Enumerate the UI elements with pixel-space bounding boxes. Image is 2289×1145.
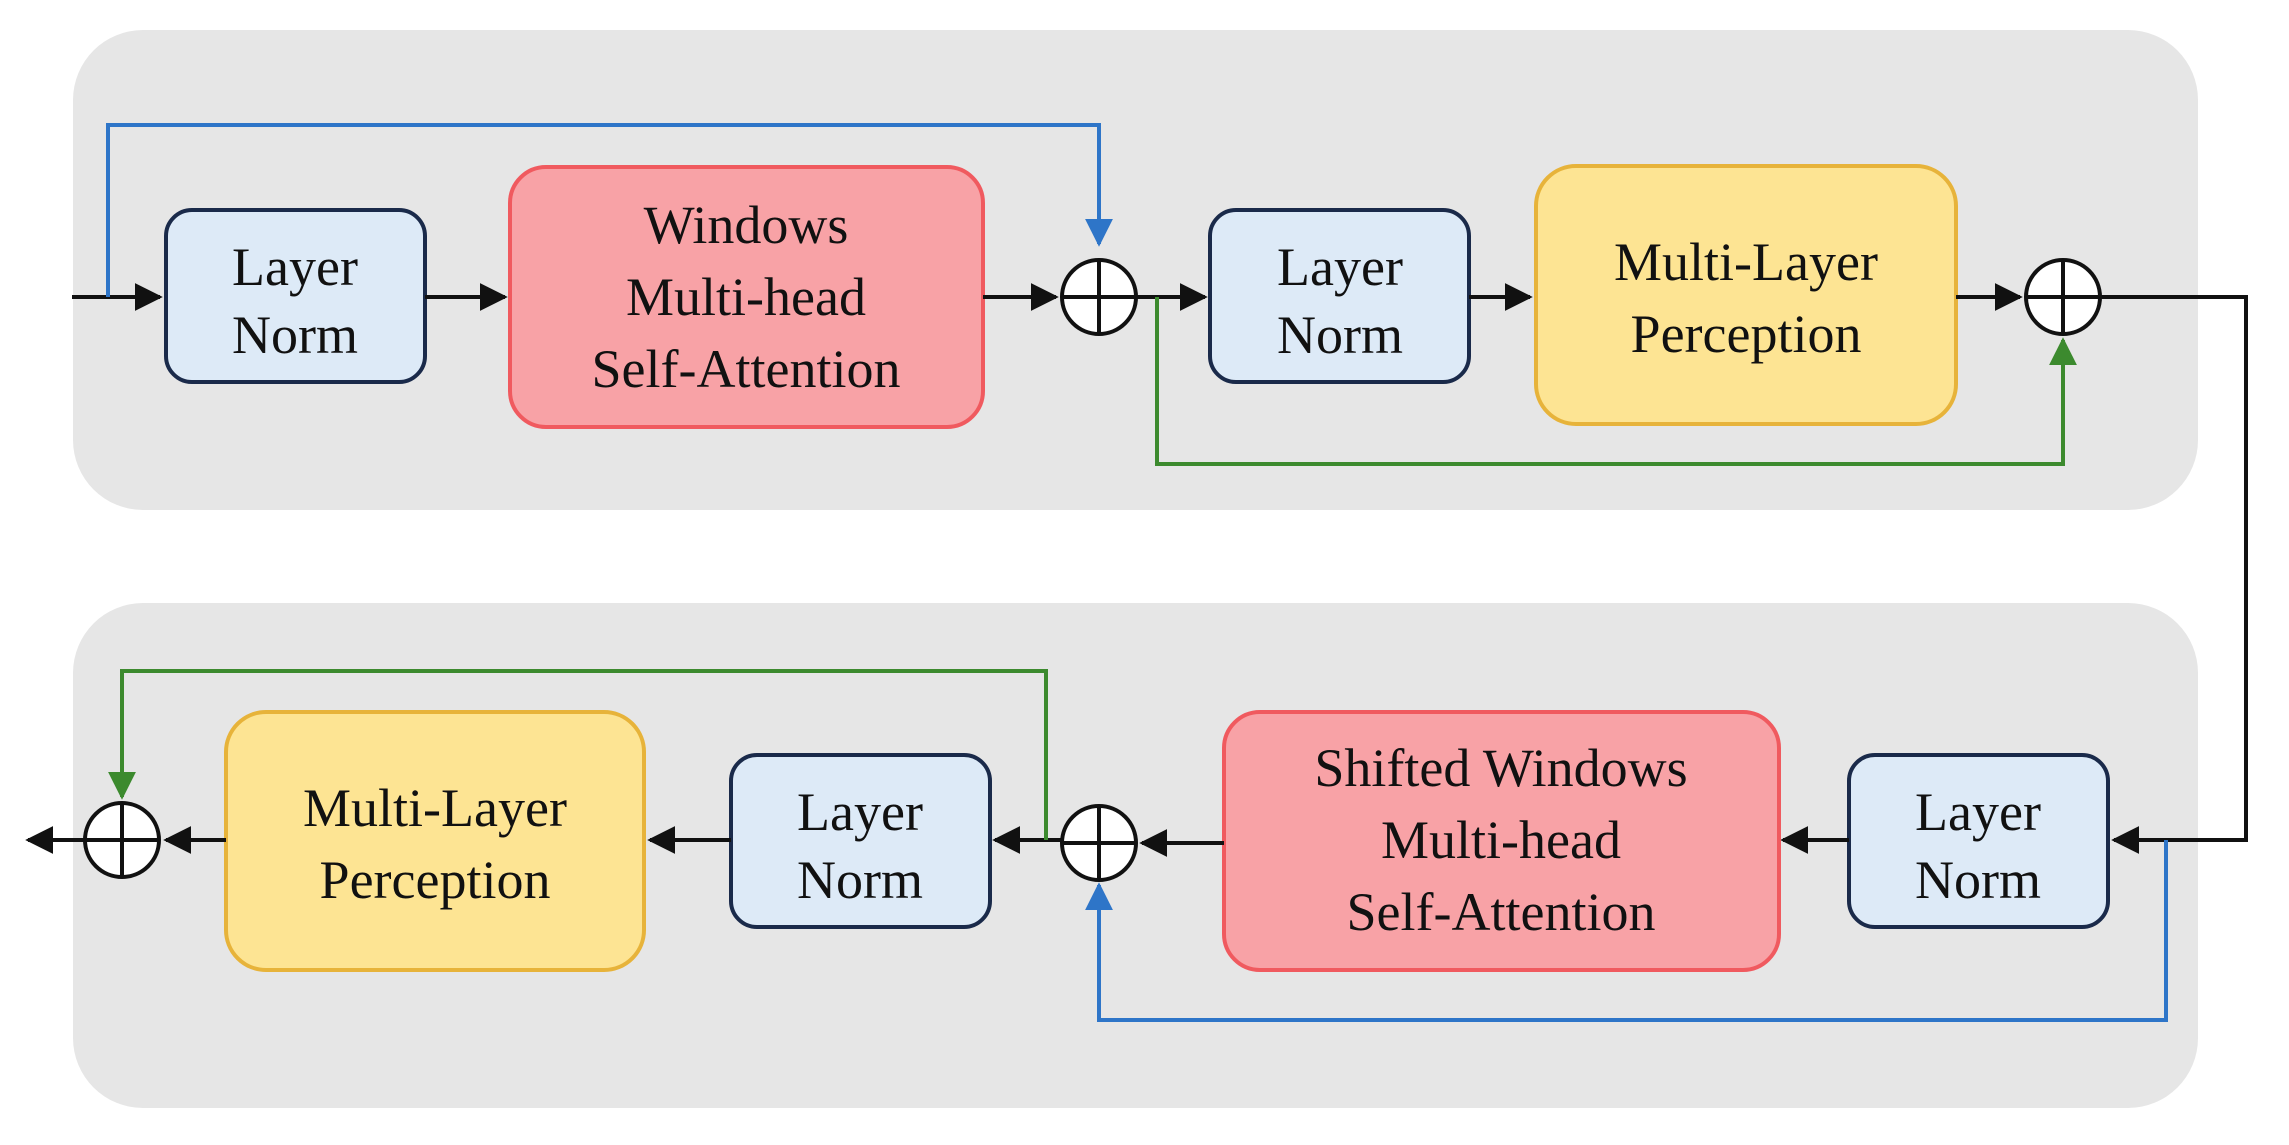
top-attention-label-3: Self-Attention — [592, 339, 901, 399]
bottom-attention-label-1: Shifted Windows — [1314, 738, 1687, 798]
bottom-attention-label-2: Multi-head — [1381, 810, 1621, 870]
top-residual-add-1 — [1060, 258, 1138, 336]
top-window-attention-block: Windows Multi-head Self-Attention — [508, 165, 985, 429]
bottom-mlp-label-1: Multi-Layer — [303, 778, 567, 838]
bottom-shifted-window-attention-block: Shifted Windows Multi-head Self-Attentio… — [1222, 710, 1781, 972]
top-layer-norm-label-1: Layer — [232, 237, 358, 297]
bottom-attention-skip-connection — [1085, 840, 2168, 1022]
bottom-layer-norm-label-1: Layer — [1915, 782, 2041, 842]
top-mlp-skip-connection — [1155, 297, 2077, 466]
bottom-layer-norm-2-label-1: Layer — [797, 782, 923, 842]
top-mlp-label-1: Multi-Layer — [1614, 232, 1878, 292]
top-mlp-label-2: Perception — [1631, 304, 1862, 364]
bottom-mlp-skip-connection — [108, 669, 1048, 840]
top-layer-norm-block: Layer Norm — [164, 208, 427, 384]
bottom-residual-add-2 — [83, 801, 161, 879]
bottom-layer-norm-block-2: Layer Norm — [729, 753, 992, 929]
bottom-layer-norm-2-label-2: Norm — [797, 850, 923, 910]
bottom-mlp-block: Multi-Layer Perception — [224, 710, 646, 972]
top-layer-norm-2-label-2: Norm — [1277, 305, 1403, 365]
bottom-layer-norm-block: Layer Norm — [1847, 753, 2110, 929]
top-mlp-block: Multi-Layer Perception — [1534, 164, 1958, 426]
top-attention-skip-connection — [106, 123, 1113, 297]
top-layer-norm-label-2: Norm — [232, 305, 358, 365]
bottom-mlp-label-2: Perception — [320, 850, 551, 910]
bottom-attention-label-3: Self-Attention — [1347, 882, 1656, 942]
top-attention-label-2: Multi-head — [626, 267, 866, 327]
bottom-layer-norm-label-2: Norm — [1915, 850, 2041, 910]
bottom-residual-add-1 — [1060, 804, 1138, 882]
connector-top-to-bottom — [2100, 295, 2248, 854]
top-residual-add-2 — [2024, 258, 2102, 336]
top-attention-label-1: Windows — [644, 195, 849, 255]
top-layer-norm-block-2: Layer Norm — [1208, 208, 1471, 384]
top-layer-norm-2-label-1: Layer — [1277, 237, 1403, 297]
